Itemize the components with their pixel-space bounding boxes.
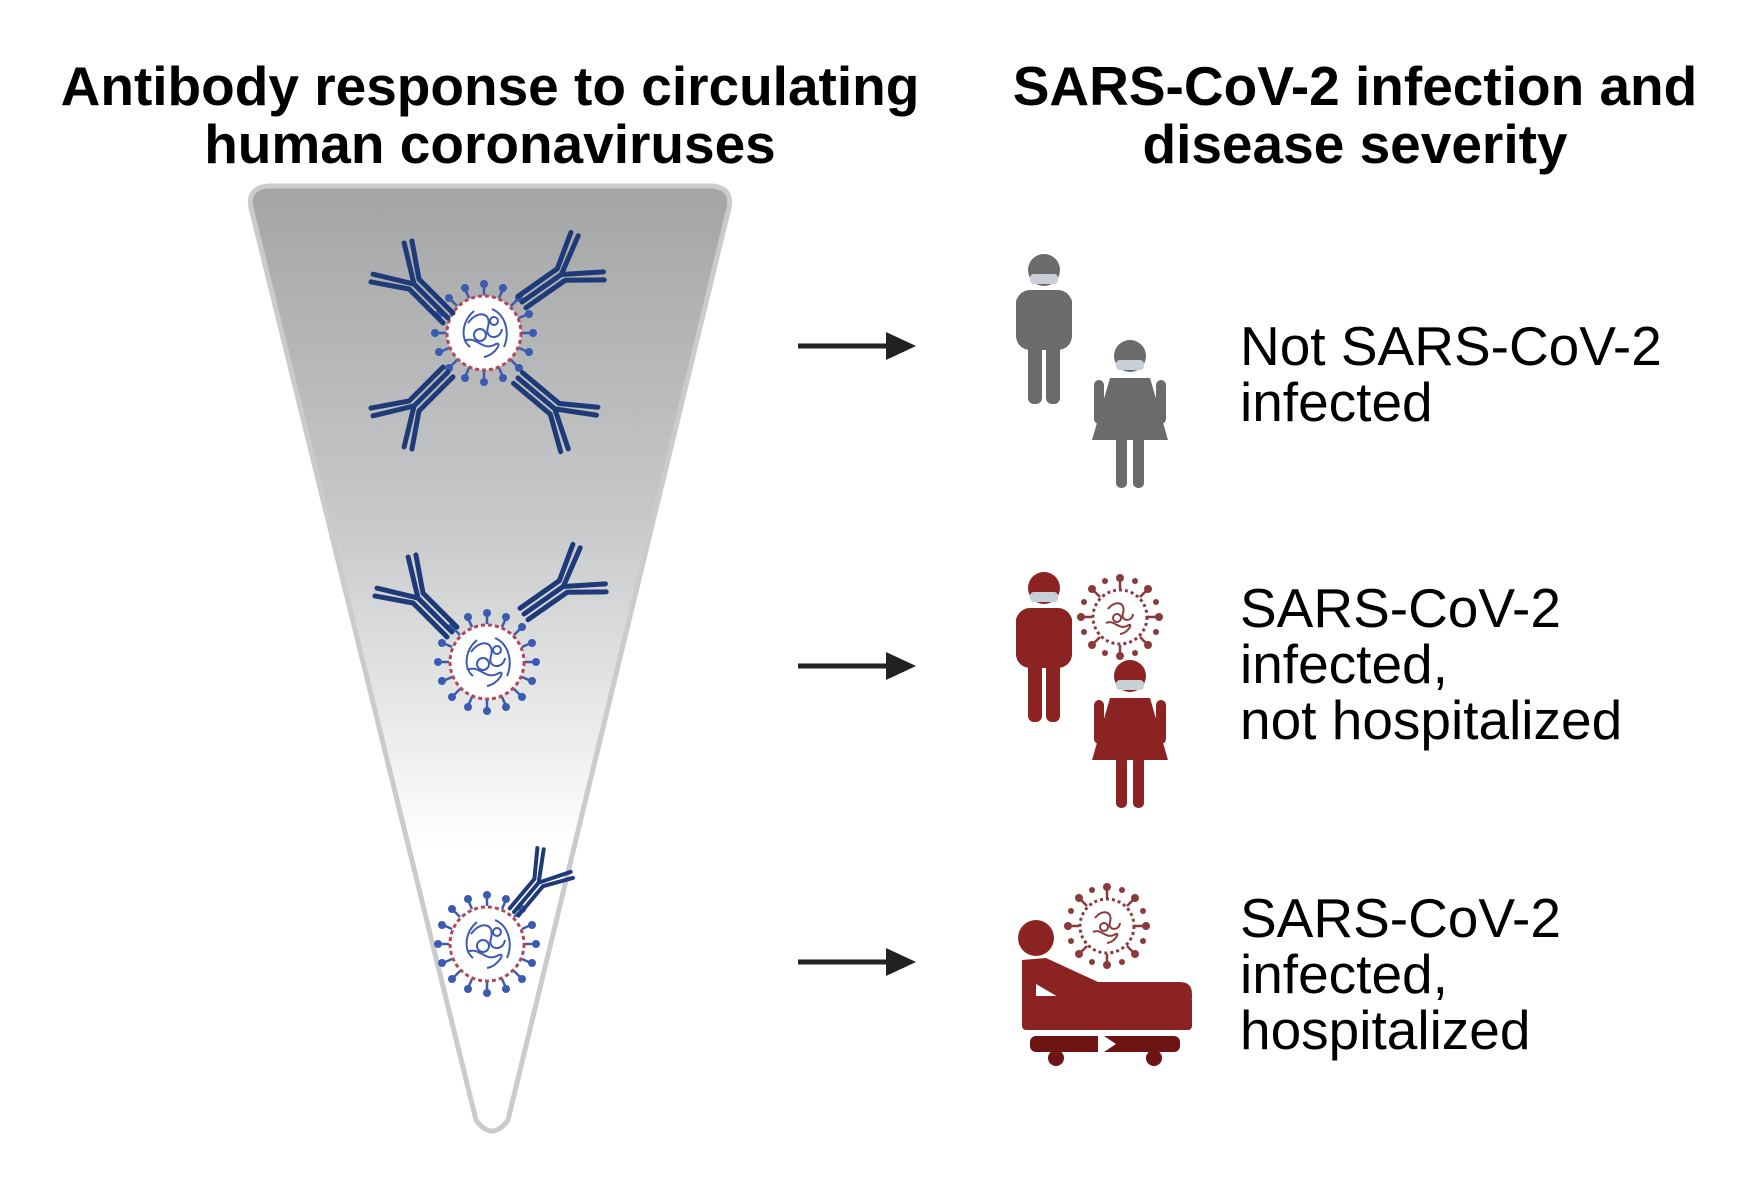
outcome-line: SARS-CoV-2 xyxy=(1240,887,1561,949)
outcome-infected-not-hospitalized: SARS-CoV-2 infected, not hospitalized xyxy=(1240,580,1622,748)
outcome-line: hospitalized xyxy=(1240,999,1531,1061)
arrow-icon xyxy=(798,948,916,976)
heading-line: Antibody response to circulating xyxy=(60,55,920,117)
hospitalized-patient xyxy=(1018,881,1192,1066)
outcome-line: infected xyxy=(1240,371,1433,433)
virus-icon xyxy=(1062,881,1152,971)
outcome-infected-hospitalized: SARS-CoV-2 infected, hospitalized xyxy=(1240,890,1561,1058)
virus-icon xyxy=(1075,572,1165,662)
woman-icon xyxy=(1092,660,1168,808)
woman-icon xyxy=(1092,340,1168,488)
infected-not-hospitalized-people xyxy=(1016,572,1168,808)
heading-line: disease severity xyxy=(1142,113,1568,175)
man-icon xyxy=(1016,572,1072,722)
outcome-not-infected: Not SARS-CoV-2 infected xyxy=(1240,318,1662,430)
hospital-bed-icon xyxy=(1018,920,1192,1066)
heading-antibody-response: Antibody response to circulating human c… xyxy=(30,57,950,173)
heading-line: SARS-CoV-2 infection and xyxy=(1012,55,1698,117)
outcome-line: not hospitalized xyxy=(1240,689,1623,751)
not-infected-people xyxy=(1016,254,1168,488)
outcome-line: infected, xyxy=(1240,943,1448,1005)
heading-infection-severity: SARS-CoV-2 infection and disease severit… xyxy=(975,57,1735,173)
arrow-icon xyxy=(798,332,916,360)
arrow-icon xyxy=(798,652,916,680)
heading-line: human coronaviruses xyxy=(204,113,776,175)
outcome-line: SARS-CoV-2 xyxy=(1240,577,1561,639)
outcome-line: Not SARS-CoV-2 xyxy=(1240,315,1662,377)
outcome-line: infected, xyxy=(1240,633,1448,695)
man-icon xyxy=(1016,254,1072,404)
